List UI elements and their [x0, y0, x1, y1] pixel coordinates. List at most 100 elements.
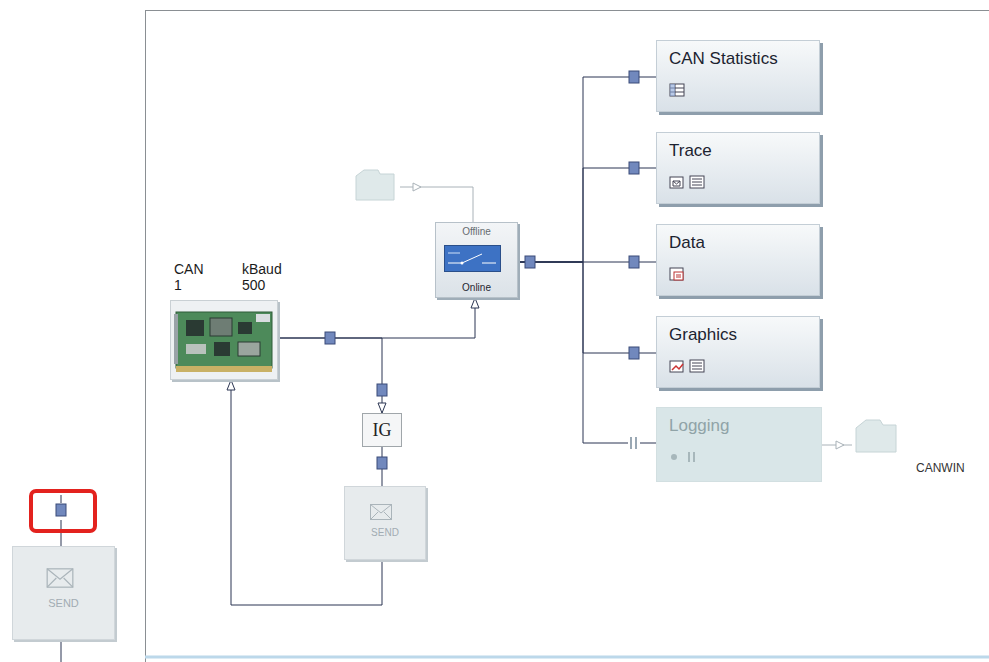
icon-part [176, 312, 272, 368]
block-label: SEND [345, 527, 425, 538]
icon-part [674, 272, 683, 280]
connector [278, 298, 475, 338]
icon-part [186, 320, 204, 336]
icon-part [670, 361, 683, 372]
port-square [325, 332, 335, 344]
icon-part [693, 452, 695, 462]
icon-part [692, 363, 702, 364]
envelope-icon [369, 503, 393, 521]
icon-part [672, 364, 683, 370]
generator-block: IG [362, 413, 402, 447]
icon-part [174, 314, 178, 364]
icon-part [47, 569, 73, 587]
icon-part [670, 177, 683, 188]
icon-part [371, 505, 392, 520]
icon-part [448, 263, 462, 264]
connector [518, 262, 656, 443]
state-label-offline: Offline [436, 226, 517, 237]
port-square [629, 71, 639, 83]
window-icon [669, 175, 705, 189]
port-square [377, 384, 387, 396]
icon-part [47, 569, 73, 587]
icon-part [692, 179, 702, 180]
icon-part [671, 454, 677, 460]
log-folder-part [836, 441, 844, 449]
window-bottom-bar [145, 656, 989, 659]
icon-part [692, 185, 702, 186]
state-label-online: Online [436, 282, 517, 293]
source-folder-part [356, 170, 394, 200]
icon-part [462, 254, 482, 263]
port-gap [628, 437, 640, 449]
log-folder [822, 420, 896, 452]
icon-part [690, 176, 704, 188]
icon-part [214, 342, 230, 356]
log-folder-part [856, 420, 896, 452]
window-icon [669, 450, 699, 464]
port-bar [630, 437, 632, 449]
icon-part [371, 505, 392, 520]
logging-block: Logging [656, 407, 822, 482]
icon-part [670, 84, 684, 96]
zoom-callout-part [61, 495, 62, 503]
icon-part [238, 322, 252, 334]
icon-part [238, 342, 260, 356]
icon-part [186, 344, 206, 354]
icon-part [688, 452, 690, 462]
icon-part [448, 253, 460, 254]
zoomed-send-block: SEND [12, 546, 115, 640]
source-folder [356, 170, 473, 222]
analysis-window-block: Trace [656, 132, 820, 204]
block-label: IG [373, 420, 392, 441]
icon-part [210, 318, 232, 336]
icon-part [692, 369, 702, 370]
block-title: Graphics [669, 325, 737, 345]
port-square [629, 162, 639, 174]
highlight-frame [31, 491, 95, 531]
connector [518, 77, 656, 262]
icon-part [670, 84, 675, 96]
icon-part [461, 262, 464, 265]
icon-part [445, 246, 501, 272]
analysis-window-block: Data [656, 224, 820, 296]
port-square [377, 457, 387, 469]
card-heading: kBaud 500 [242, 261, 282, 293]
port-square [525, 256, 535, 268]
zoom-callout-part [61, 640, 62, 662]
log-file-name: CANWIN [916, 461, 965, 475]
window-icon [669, 83, 685, 97]
card-illustration [174, 306, 274, 374]
icon-part [676, 275, 681, 276]
source-folder-part [400, 187, 473, 222]
source-folder-part [413, 183, 421, 191]
envelope-icon [45, 567, 75, 589]
icon-part [482, 263, 496, 264]
online-offline-switch: OfflineOnline [435, 222, 518, 298]
switch-icon [444, 245, 501, 272]
connector [278, 338, 382, 413]
icon-part [692, 366, 702, 367]
disabled-port [628, 437, 640, 449]
icon-part [670, 268, 683, 280]
port-square [56, 504, 66, 516]
window-icon [669, 267, 685, 281]
block-title: Data [669, 233, 705, 253]
port-bar [635, 437, 637, 449]
card-heading: CAN 1 [174, 261, 204, 293]
icon-part [673, 181, 680, 186]
icon-part [176, 366, 272, 372]
icon-part [692, 182, 702, 183]
can-interface-card: CAN 1kBaud 500 [170, 300, 278, 380]
icon-part [256, 314, 270, 322]
port-square [629, 256, 639, 268]
window-frame [146, 11, 989, 662]
block-title: CAN Statistics [669, 49, 778, 69]
block-label: SEND [13, 597, 114, 609]
analysis-window-block: Graphics [656, 316, 820, 388]
connector [518, 168, 656, 262]
send-block: SEND [344, 486, 426, 560]
